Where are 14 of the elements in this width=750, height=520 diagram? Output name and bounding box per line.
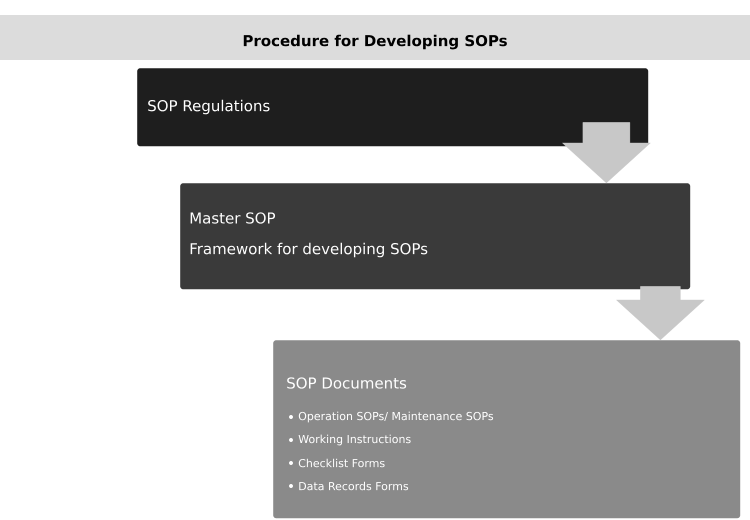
bullet-item: Operation SOPs/ Maintenance SOPs	[298, 412, 494, 422]
title-band: Procedure for Developing SOPs	[0, 15, 750, 60]
block-arrow	[562, 122, 651, 184]
box-text: SOP Regulations	[148, 100, 270, 114]
block-arrow	[616, 286, 705, 340]
bullet-item: Checklist Forms	[298, 458, 385, 468]
process-box	[137, 68, 648, 146]
box-text: SOP Documents	[287, 377, 406, 389]
bullet-item: Data Records Forms	[299, 482, 408, 490]
process-box	[273, 340, 740, 518]
box-text: Master SOP	[190, 212, 276, 224]
process-box	[180, 183, 690, 290]
box-text: Framework for developing SOPs	[190, 242, 428, 258]
bullet-item: Working Instructions	[298, 434, 411, 446]
